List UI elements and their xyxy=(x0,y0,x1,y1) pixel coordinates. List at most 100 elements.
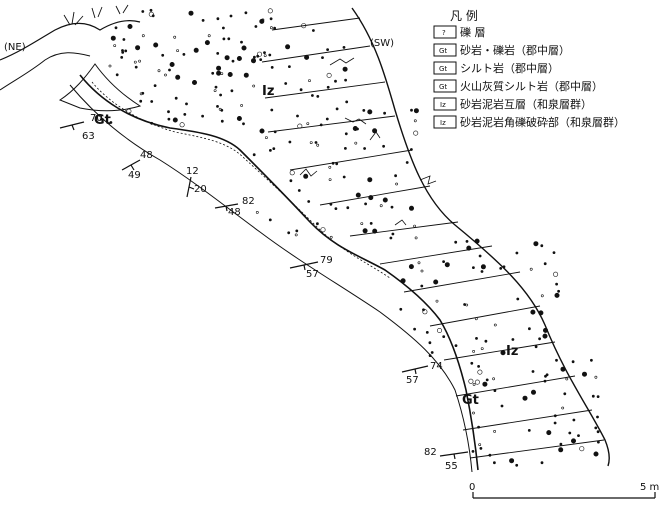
gravel-dot xyxy=(553,271,559,277)
gravel-dot xyxy=(164,73,167,77)
gravel-dot xyxy=(568,431,572,435)
gravel-dot xyxy=(335,107,339,111)
gravel-dot xyxy=(287,65,291,69)
gravel-dot xyxy=(167,117,171,121)
gravel-dot xyxy=(314,141,318,144)
gravel-dot xyxy=(493,429,497,433)
gravel-dot xyxy=(335,162,339,166)
attitude-strike-5: 79 xyxy=(320,255,333,266)
gravel-dot xyxy=(533,241,539,247)
gravel-dot xyxy=(284,82,288,85)
gravel-dot xyxy=(509,458,515,464)
gravel-dot xyxy=(420,284,424,288)
attitude-strike-6: 74 xyxy=(430,361,443,372)
gravel-dot xyxy=(320,227,326,233)
legend-item-sandstone-conglomerate: Gt 砂岩・礫岩（郡中層） xyxy=(433,43,570,57)
gravel-dot xyxy=(594,375,598,379)
gravel-dot xyxy=(369,221,373,225)
gravel-dot xyxy=(310,94,314,97)
outcrop-sw-boundary xyxy=(351,7,610,467)
gravel-dot xyxy=(122,38,126,41)
attitude-strike-7: 82 xyxy=(424,447,437,458)
gravel-dot xyxy=(267,8,273,14)
gravel-dot xyxy=(259,58,263,62)
gravel-dot xyxy=(354,141,358,145)
gravel-dot xyxy=(492,377,496,381)
gravel-dot xyxy=(244,11,248,15)
gravel-dot xyxy=(413,130,419,136)
gravel-dot xyxy=(382,197,388,203)
gravel-dot xyxy=(141,34,145,38)
gravel-dot xyxy=(470,361,474,365)
gravel-dot xyxy=(295,229,299,233)
gravel-dot xyxy=(482,381,488,387)
gravel-dot xyxy=(182,53,186,56)
legend-swatch-siltstone xyxy=(433,61,457,75)
legend-key-alternation: Iz xyxy=(440,101,446,109)
gravel-dot xyxy=(227,37,231,41)
gravel-dot xyxy=(113,44,117,48)
scale-start-label: 0 xyxy=(469,482,475,493)
legend-swatch-sandstone-conglomerate xyxy=(433,43,457,57)
gravel-dot xyxy=(183,113,187,116)
gravel-dot xyxy=(413,108,419,114)
gravel-dot xyxy=(289,170,295,176)
gravel-dot xyxy=(115,73,119,77)
gravel-dot xyxy=(133,60,137,64)
gravel-dot xyxy=(527,428,531,432)
gravel-dot xyxy=(442,260,446,264)
gravel-dot xyxy=(268,53,272,57)
legend-swatch-tuffaceous-siltstone xyxy=(433,79,457,93)
gravel-dot xyxy=(542,333,548,339)
gravel-dot xyxy=(540,294,544,298)
legend-title: 凡 例 xyxy=(450,9,478,23)
gravel-dot xyxy=(596,395,600,399)
gravel-dot xyxy=(399,307,403,311)
gravel-dot xyxy=(108,64,112,68)
unit-label-iz-lower: Iz xyxy=(506,344,518,359)
gravel-dot xyxy=(139,99,143,103)
gravel-dot xyxy=(395,182,399,186)
gravel-dot xyxy=(597,440,600,444)
gravel-dot xyxy=(343,146,347,150)
gravel-dot xyxy=(410,108,413,112)
gravel-dot xyxy=(570,438,576,444)
attitude-strike-2: 48 xyxy=(140,150,153,161)
gravel-dot xyxy=(270,66,274,69)
gravel-dot xyxy=(269,26,273,30)
gravel-dot xyxy=(413,224,417,228)
orientation-ne-label: (NE) xyxy=(4,42,26,53)
gravel-dot xyxy=(555,282,559,286)
gravel-dot xyxy=(153,84,157,88)
gravel-dot xyxy=(157,69,161,73)
gravel-dot xyxy=(345,100,349,104)
gravel-dot xyxy=(135,45,141,51)
gravel-dot xyxy=(141,10,145,13)
attitude-symbols xyxy=(59,121,469,460)
gravel-dot xyxy=(316,143,320,147)
gravel-dot xyxy=(529,267,533,271)
lower-slope-boundary xyxy=(69,84,473,473)
gravel-dot-pattern xyxy=(108,8,600,467)
legend-item-tuffaceous-siltstone: Gt 火山灰質シルト岩（郡中層） xyxy=(433,79,603,93)
gravel-dot xyxy=(114,26,118,30)
gravel-dot xyxy=(326,48,330,52)
gravel-dot xyxy=(433,279,439,285)
ground-surface-ne-lower xyxy=(0,52,91,91)
gravel-dot xyxy=(382,144,386,148)
gravel-dot xyxy=(552,251,556,255)
gravel-dot xyxy=(546,430,552,436)
gravel-dot xyxy=(124,49,128,53)
gravel-dot xyxy=(240,40,243,44)
gravel-dot xyxy=(252,55,256,59)
gravel-dot xyxy=(138,59,142,63)
iz-bedding-lines xyxy=(261,17,605,459)
gravel-dot xyxy=(554,292,560,298)
gravel-dot xyxy=(478,443,482,447)
gravel-dot xyxy=(297,189,301,192)
gravel-dot xyxy=(134,65,138,69)
gravel-dot xyxy=(251,58,257,64)
gravel-dot xyxy=(355,192,361,198)
gravel-dot xyxy=(254,25,258,28)
